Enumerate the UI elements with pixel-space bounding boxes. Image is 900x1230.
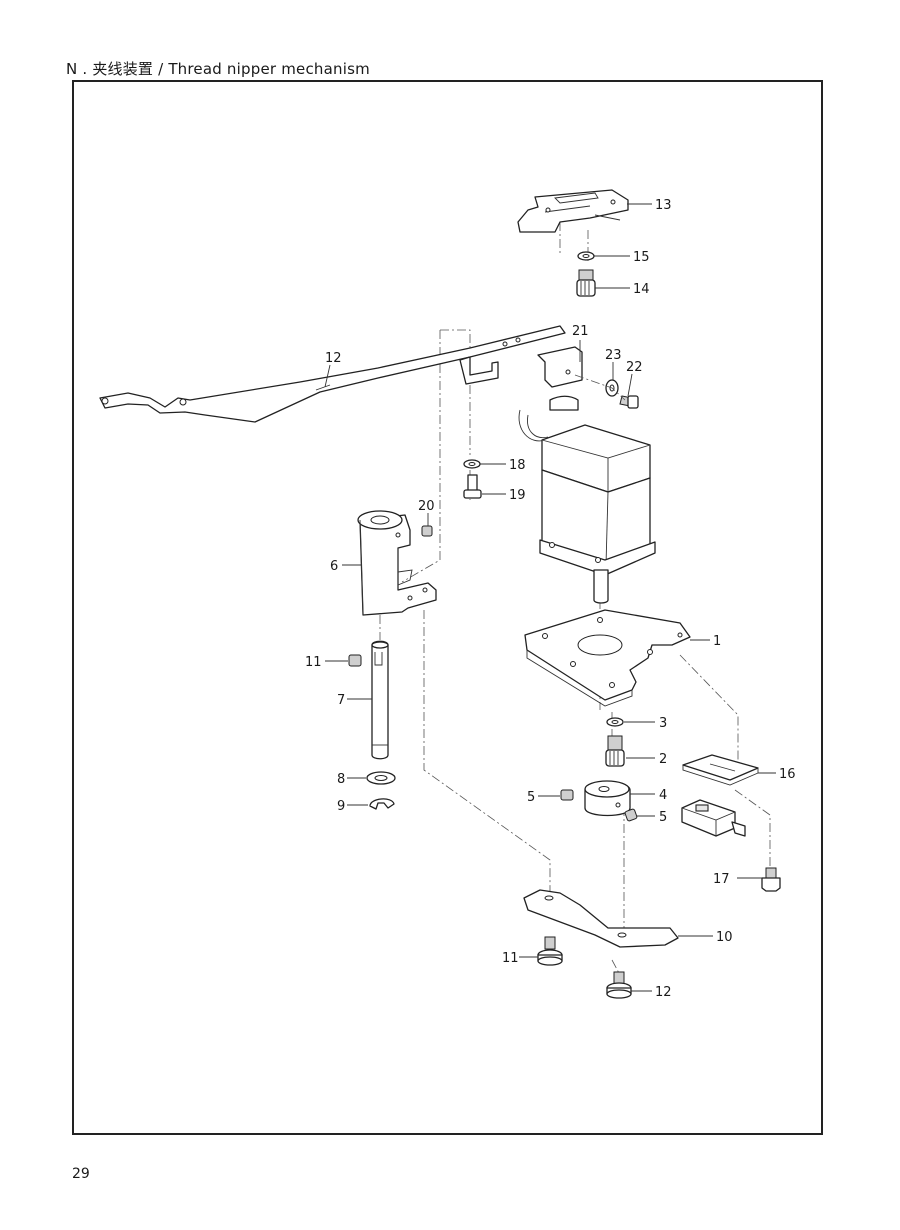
part-17-washer	[577, 251, 595, 261]
callout-5-left: 5	[527, 790, 535, 805]
part-22-set-screw	[421, 525, 433, 537]
callout-16: 14	[633, 282, 650, 297]
part-19-screw	[761, 867, 781, 892]
callout-1: 1	[713, 634, 721, 649]
part-14-lever	[99, 325, 566, 423]
callout-23: 21	[572, 324, 589, 339]
page-number: 29	[72, 1166, 90, 1182]
part-11-link-plate	[523, 889, 679, 948]
callout-6: 6	[330, 559, 338, 574]
part-13-screw	[606, 971, 632, 999]
callout-3: 3	[659, 716, 667, 731]
callout-17: 15	[633, 250, 650, 265]
page-title: N . 夹线装置 / Thread nipper mechanism	[66, 60, 370, 78]
part-23-plate	[537, 346, 583, 388]
part-21-screw	[463, 474, 482, 499]
callout-14: 12	[325, 351, 342, 366]
part-1-motor-plate	[524, 609, 691, 707]
callout-2: 2	[659, 752, 667, 767]
callout-10: 11	[305, 655, 322, 670]
callout-13: 12	[655, 985, 672, 1000]
callout-5-right: 5	[659, 810, 667, 825]
callout-19: 17	[713, 872, 730, 887]
part-5-set-screw-right	[624, 808, 638, 822]
alignment-lines	[379, 205, 771, 976]
callout-22: 20	[418, 499, 435, 514]
stepper-motor	[518, 395, 656, 604]
callout-8: 8	[337, 772, 345, 787]
callout-labels: 13 15 14 12 21 23 22 18 19 20 6 1 11 7 3…	[305, 198, 796, 1000]
part-5-set-screw-left	[560, 789, 574, 801]
leader-lines	[324, 203, 776, 992]
part-9-e-ring	[369, 798, 395, 810]
part-10-set-screw	[348, 654, 362, 667]
part-4-collar	[584, 780, 631, 817]
diagram-frame	[72, 80, 823, 1135]
callout-18: 16	[779, 767, 796, 782]
callout-12: 11	[502, 951, 519, 966]
part-8-washer	[366, 771, 396, 785]
callout-21: 19	[509, 488, 526, 503]
callout-11: 10	[716, 930, 733, 945]
part-20-washer	[463, 459, 481, 469]
callout-9: 9	[337, 799, 345, 814]
part-7-shaft	[371, 640, 389, 760]
callout-4: 4	[659, 788, 667, 803]
part-15-bracket	[517, 189, 629, 233]
callout-20: 18	[509, 458, 526, 473]
part-12-screw	[537, 936, 563, 966]
part-16-screw	[576, 269, 596, 297]
part-3-washer	[606, 717, 624, 727]
part-18-plate	[682, 754, 759, 786]
part-6-housing	[357, 510, 437, 616]
callout-25: 23	[605, 348, 622, 363]
part-2-screw	[605, 735, 625, 767]
callout-15: 13	[655, 198, 672, 213]
callout-7: 7	[337, 693, 345, 708]
part-24-screw	[619, 395, 639, 409]
callout-24: 22	[626, 360, 643, 375]
screw-axis-24	[574, 374, 626, 401]
sensor-unit	[681, 799, 746, 837]
